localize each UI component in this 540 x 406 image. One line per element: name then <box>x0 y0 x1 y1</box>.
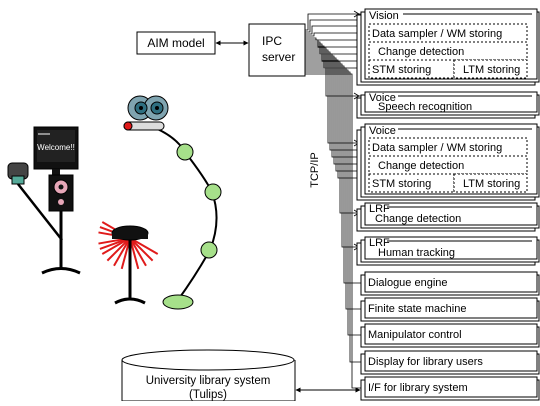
bus-line <box>305 51 361 151</box>
single-2-label: Finite state machine <box>368 303 466 315</box>
aim-model-label: AIM model <box>147 36 204 50</box>
module-display-library-users: Display for library users <box>360 350 540 375</box>
laser-beam <box>129 237 147 267</box>
single-5-label: I/F for library system <box>368 382 468 394</box>
welcome-screen-text: Welcome!! <box>37 143 75 152</box>
lrf2-title: LRF <box>369 237 390 249</box>
module-voice-speech: Voice Speech recognition <box>356 91 540 119</box>
ipc-label-line1: IPC <box>262 34 282 48</box>
voice2-ltm: LTM storing <box>463 178 520 190</box>
bus-line <box>305 13 365 31</box>
voice2-stm: STM storing <box>372 178 431 190</box>
single-3-label: Manipulator control <box>368 329 462 341</box>
lrf1-row: Change detection <box>375 213 461 225</box>
module-dialogue-engine: Dialogue engine <box>360 271 540 296</box>
voice2-title: Voice <box>369 125 396 137</box>
vision-row-1: Data sampler / WM storing <box>372 28 502 40</box>
bus-line <box>305 49 361 144</box>
bus-line <box>305 69 361 336</box>
module-lrf-change: LRF Change detection <box>356 202 540 232</box>
bus-line <box>305 45 365 69</box>
ipc-label-line2: server <box>262 50 295 64</box>
bus-line <box>305 65 361 284</box>
bus-arrow <box>353 92 360 100</box>
laser-beam <box>113 237 131 267</box>
bus-arrow <box>353 10 360 18</box>
laser-beam <box>129 237 159 255</box>
single-4-label: Display for library users <box>368 356 483 368</box>
library-db-line1: University library system <box>146 375 271 387</box>
library-database-cylinder: University library system (Tulips) <box>121 349 296 402</box>
bus-line <box>305 59 361 179</box>
microphone-icon <box>7 162 63 241</box>
vision-title: Vision <box>369 10 399 22</box>
bus-line <box>305 25 365 35</box>
module-manipulator-control: Manipulator control <box>360 323 540 348</box>
display-stand: Welcome!! <box>33 126 81 275</box>
bus-line <box>305 67 361 310</box>
bus-line <box>305 39 365 48</box>
ipc-server-box: IPC server <box>248 23 306 77</box>
module-voice-data: Voice Data sampler / WM storing Change d… <box>356 123 540 201</box>
bus-line <box>305 61 361 214</box>
lrf1-title: LRF <box>369 203 390 215</box>
module-if-library-system: I/F for library system <box>360 376 540 401</box>
lrf-sensor-icon <box>98 221 159 305</box>
bus-line <box>305 32 365 37</box>
bus-line <box>305 63 361 248</box>
vision-row-2: Change detection <box>378 46 464 58</box>
lrf2-row: Human tracking <box>378 247 455 259</box>
bus-line <box>305 37 365 41</box>
vision-stm: STM storing <box>372 64 431 76</box>
aim-model-box: AIM model <box>136 31 216 55</box>
module-vision: Vision Data sampler / WM storing Change … <box>356 8 540 86</box>
robot-arm-illustration <box>123 95 222 310</box>
tcpip-label: TCP/IP <box>309 152 321 187</box>
voice1-row: Speech recognition <box>378 101 472 113</box>
tcpip-bus <box>305 10 365 389</box>
bus-line <box>305 71 361 363</box>
bus-line <box>305 43 365 62</box>
laser-beam <box>106 237 131 262</box>
bus-line <box>305 73 361 389</box>
voice2-row-2: Change detection <box>378 160 464 172</box>
laser-beam <box>129 237 154 262</box>
voice2-row-1: Data sampler / WM storing <box>372 142 502 154</box>
laser-beam <box>101 237 131 255</box>
single-1-label: Dialogue engine <box>368 277 448 289</box>
module-lrf-tracking: LRF Human tracking <box>356 236 540 266</box>
module-finite-state-machine: Finite state machine <box>360 297 540 322</box>
bus-line <box>305 57 361 172</box>
voice1-title: Voice <box>369 92 396 104</box>
bus-line <box>305 19 365 33</box>
bus-line <box>305 53 361 158</box>
bus-line <box>305 55 361 165</box>
library-db-line2: (Tulips) <box>189 389 227 401</box>
vision-ltm: LTM storing <box>463 64 520 76</box>
